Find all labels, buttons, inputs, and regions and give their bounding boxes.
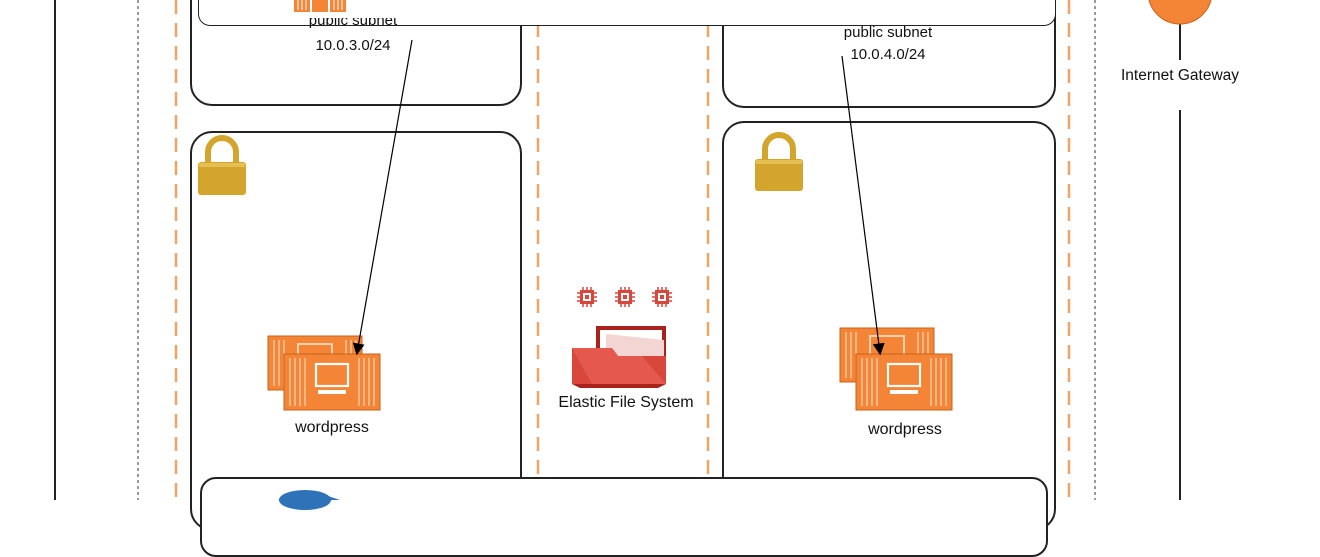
wordpress-right-label: wordpress [868, 421, 942, 438]
internet-gateway-label: Internet Gateway [1120, 67, 1240, 84]
ec2-icon-top [294, 0, 346, 12]
subnet-b-cidr: 10.0.4.0/24 [850, 46, 926, 63]
elastic-file-system-label: Elastic File System [558, 394, 694, 411]
container-instance-icon [839, 327, 953, 411]
connector-lines [54, 0, 1181, 500]
lock-icon [755, 132, 803, 191]
subnet-a-cidr: 10.0.3.0/24 [315, 37, 391, 54]
arrows [352, 39, 885, 356]
subnet-a-name: public subnet [308, 12, 398, 29]
internet-gateway-icon [1148, 0, 1212, 25]
subnet-b-name: public subnet [843, 24, 933, 41]
arrow-to-wordpress-left [352, 39, 413, 356]
private-subnet-a-box [190, 131, 522, 531]
container-instance-icon [267, 335, 381, 411]
elastic-file-system-icon [572, 287, 672, 388]
arrow-to-wordpress-right [841, 55, 885, 356]
lock-icon [198, 135, 246, 195]
wordpress-left-label: wordpress [295, 419, 369, 436]
